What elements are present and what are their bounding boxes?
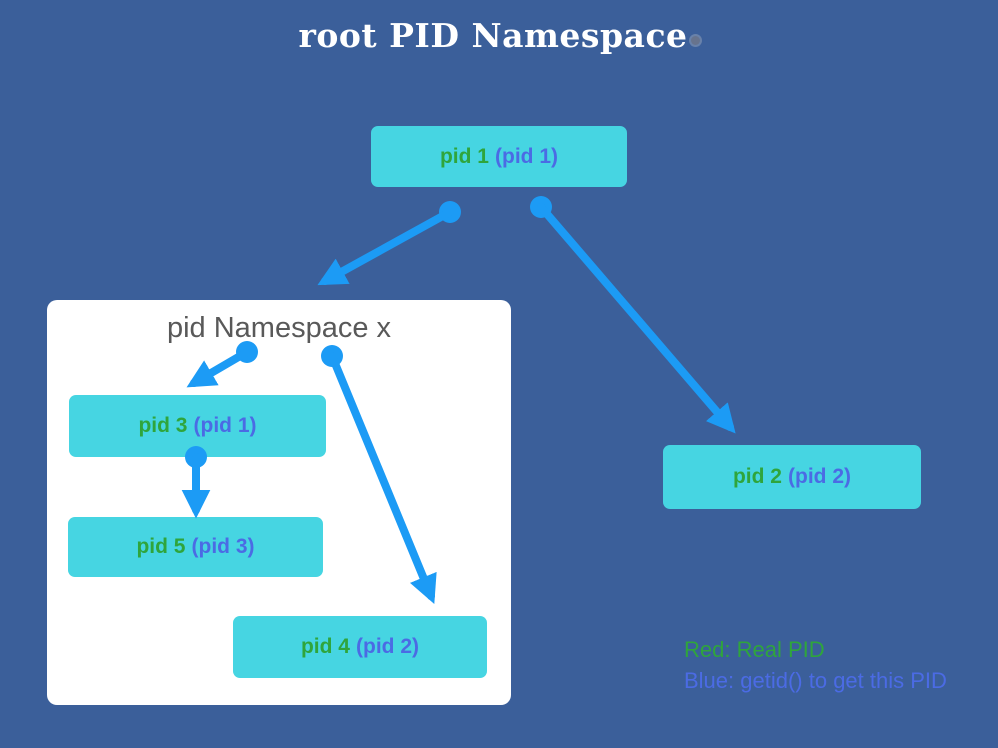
node-pid2-virtual-label: (pid 2)	[788, 465, 851, 488]
node-pid3: pid 3 (pid 1)	[69, 395, 326, 457]
arrow-pid1-to-namespace-icon	[317, 201, 461, 286]
legend: Red: Real PID Blue: getid() to get this …	[684, 634, 947, 696]
node-pid2-real-label: pid 2	[732, 465, 782, 488]
node-pid2: pid 2 (pid 2)	[663, 445, 921, 509]
node-pid4-real-label: pid 4	[300, 635, 350, 658]
title-dot-icon	[690, 36, 700, 45]
node-pid3-virtual-label: (pid 1)	[193, 414, 257, 437]
node-pid4-virtual-label: (pid 2)	[356, 635, 419, 658]
node-pid5-virtual-label: (pid 3)	[191, 535, 255, 558]
node-pid1: pid 1 (pid 1)	[371, 126, 627, 187]
diagram-title: root PID Namespace	[0, 16, 998, 55]
node-pid1-real-label: pid 1	[439, 144, 489, 168]
node-pid3-real-label: pid 3	[138, 414, 188, 437]
diagram-title-text: root PID Namespace	[298, 16, 688, 55]
node-pid1-virtual-label: (pid 1)	[495, 144, 558, 168]
node-pid4: pid 4 (pid 2)	[233, 616, 487, 678]
legend-real-pid-line: Red: Real PID	[684, 637, 825, 662]
node-pid5-real-label: pid 5	[136, 535, 186, 558]
legend-getid-line: Blue: getid() to get this PID	[684, 668, 947, 693]
node-pid5: pid 5 (pid 3)	[68, 517, 323, 577]
namespace-panel-title: pid Namespace x	[166, 312, 392, 344]
arrow-pid1-to-pid2-icon	[530, 196, 736, 434]
